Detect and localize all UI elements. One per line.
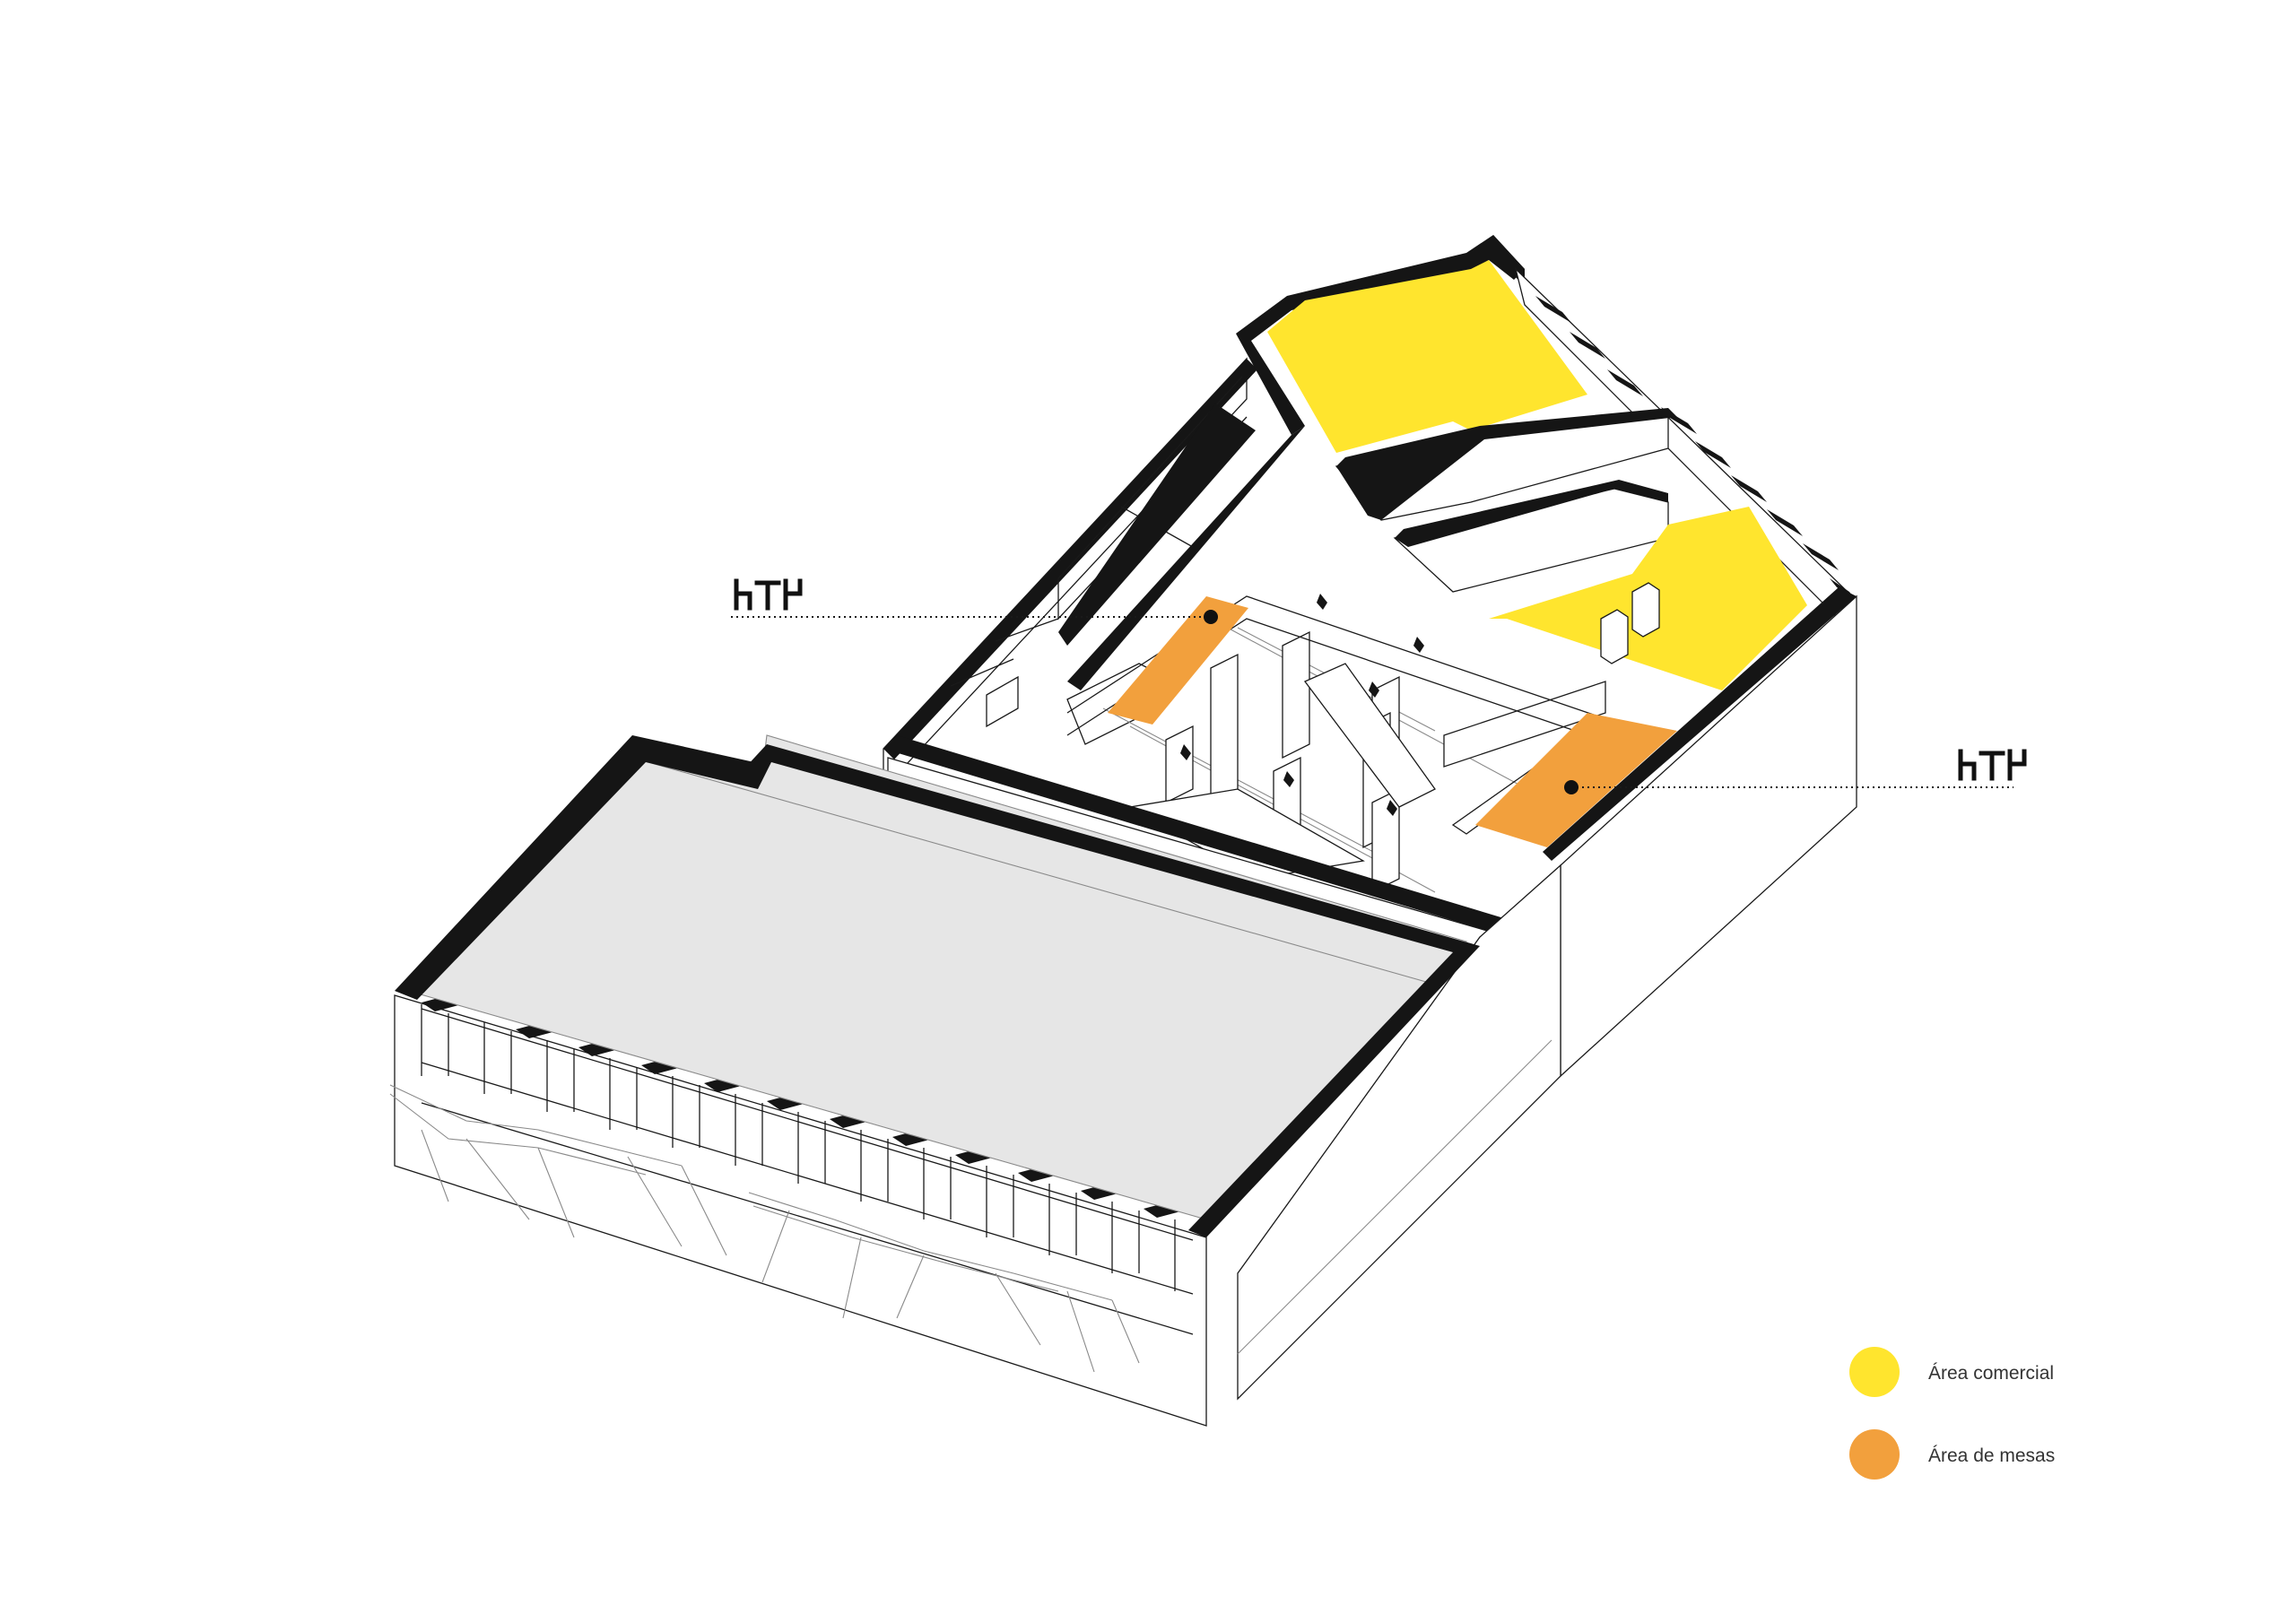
front-building <box>389 734 1561 1427</box>
atrium-right-wall <box>1543 587 1857 861</box>
left-side-rooms <box>950 376 1256 728</box>
legend-swatch-commercial <box>1849 1347 1900 1397</box>
tables-area-right <box>1475 713 1677 847</box>
legend-swatch-tables <box>1849 1429 1900 1480</box>
left-callout-dot <box>1204 610 1218 624</box>
rear-left-wall <box>883 359 1257 759</box>
legend-label-tables: Área de mesas <box>1928 1445 2055 1466</box>
left-callout <box>731 578 1218 624</box>
rear-building <box>883 235 1857 1078</box>
mid-bar-2-top <box>1395 480 1668 547</box>
atrium-interior <box>1066 594 1606 894</box>
right-hth-logo <box>1958 749 2027 781</box>
commercial-area-upper <box>1267 260 1587 453</box>
awnings <box>389 1084 1140 1373</box>
front-right-side <box>1237 864 1561 1401</box>
right-callout <box>1564 749 2027 794</box>
front-rear-divider <box>883 735 1507 933</box>
inner-diagonal-wall <box>1067 426 1305 690</box>
tables-area-left <box>1108 596 1248 725</box>
yellow-columns <box>1600 582 1660 664</box>
legend-label-commercial: Área comercial <box>1928 1363 2054 1384</box>
mid-bar-1-top <box>1336 408 1677 520</box>
left-hth-logo <box>734 578 803 611</box>
front-facade <box>394 994 1207 1427</box>
right-callout-dot <box>1564 780 1578 794</box>
legend: Área comercial Área de mesas <box>1849 1347 2055 1480</box>
